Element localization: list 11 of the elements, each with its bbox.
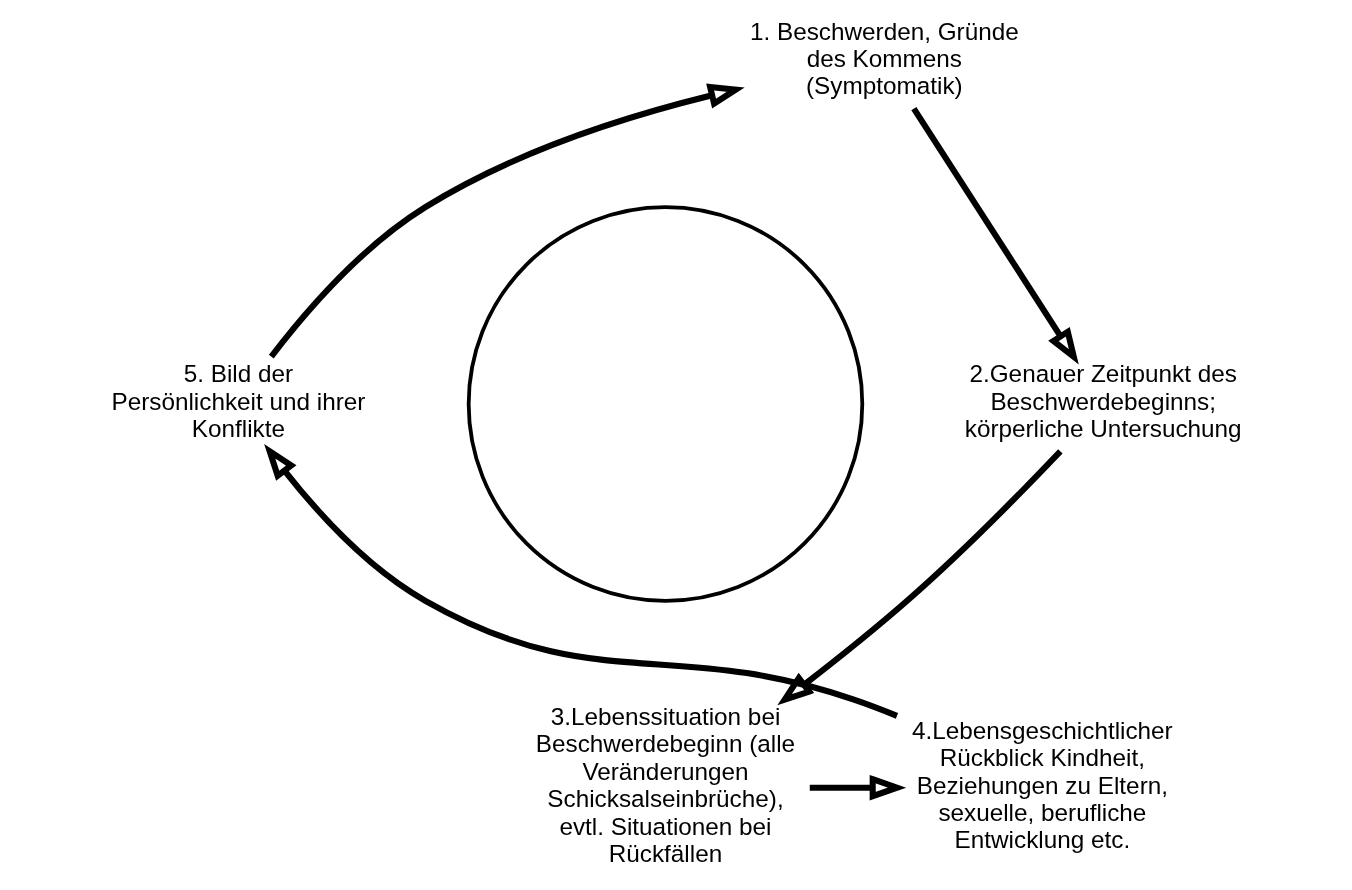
node-text: 5. Bild der Persönlichkeit und ihrer Konflikte bbox=[110, 360, 365, 443]
arrow bbox=[910, 106, 1079, 365]
arrow bbox=[776, 449, 1063, 706]
node-text: 3.Lebenssituation bei Beschwerdebeginn (alle Veränderungen Schicksalseinbrüche), evtl. Situationen bei Rückfällen bbox=[535, 703, 795, 867]
node-text: 1. Beschwerden, Gründe des Kommens (Symptomatik) bbox=[749, 17, 1019, 100]
arrow bbox=[809, 774, 906, 801]
node-circle bbox=[466, 205, 864, 603]
arrow bbox=[263, 443, 898, 719]
arrow bbox=[268, 83, 745, 359]
node-text: 4.Lebensgeschichtlicher Rückblick Kindheit, Beziehungen zu Eltern, sexuelle, berufliche Entwicklung etc. bbox=[911, 716, 1173, 854]
node-text: 2.Genauer Zeitpunkt des Beschwerdebeginns; körperliche Untersuchung bbox=[964, 360, 1242, 443]
